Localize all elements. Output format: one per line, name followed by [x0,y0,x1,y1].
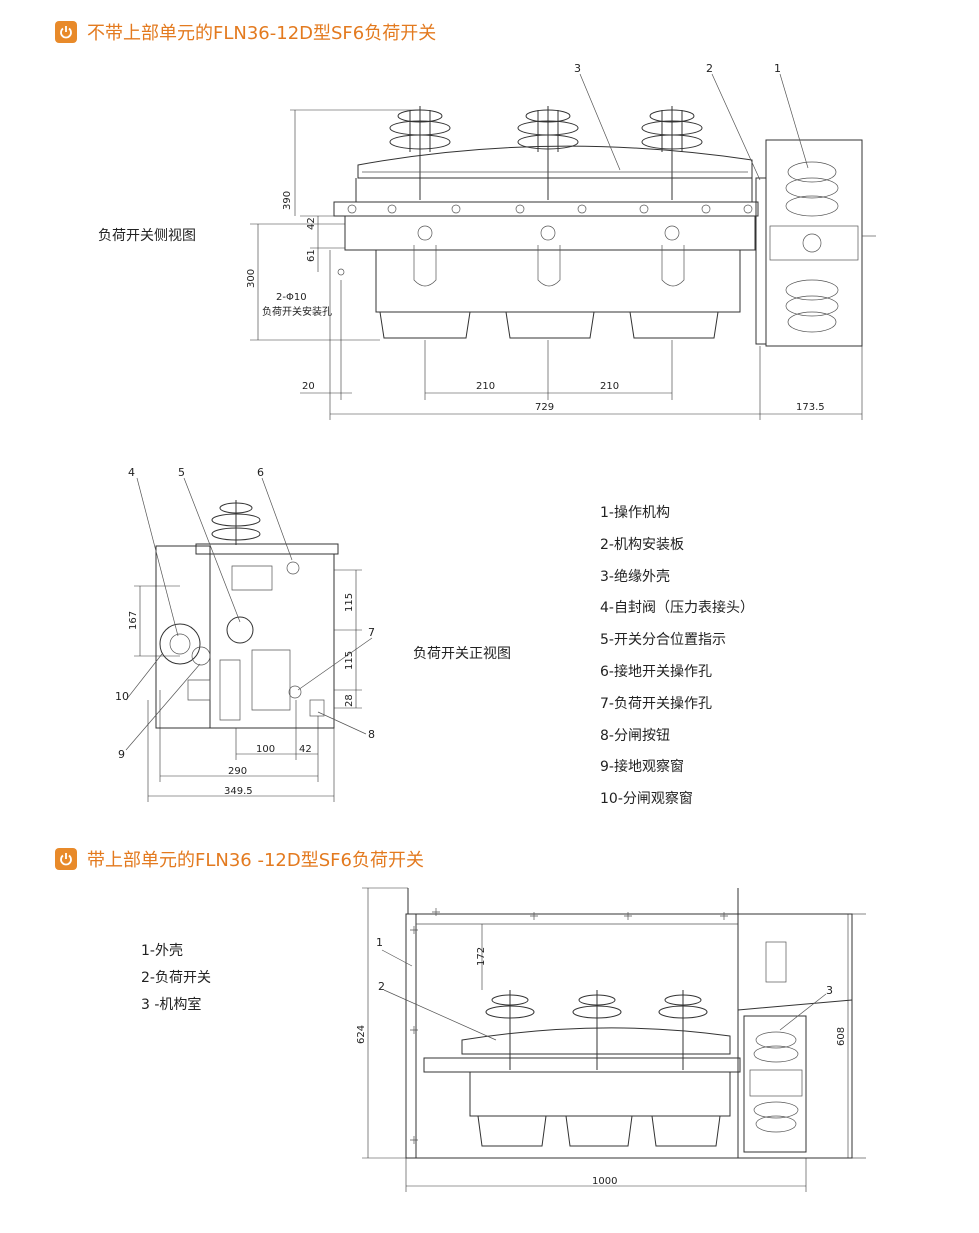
dim-349: 349.5 [224,786,253,797]
dim-1000: 1000 [592,1176,617,1187]
dim-115-a: 115 [344,593,355,612]
dim-390: 390 [282,191,293,210]
callout-7: 7 [368,626,375,639]
dim-290: 290 [228,766,247,777]
dim-210-a: 210 [476,381,495,392]
power-icon [55,21,77,43]
dim-624: 624 [356,1025,367,1044]
callout-2: 2 [378,980,385,993]
callout-9: 9 [118,748,125,761]
side-view-caption: 负荷开关侧视图 [98,228,196,244]
power-icon [55,848,77,870]
dim-28: 28 [344,694,355,707]
dim-61: 61 [306,249,317,262]
dim-115-b: 115 [344,651,355,670]
callout-4: 4 [128,466,135,479]
section-1-title: 不带上部单元的FLN36-12D型SF6负荷开关 [87,23,437,44]
hole-spec: 2-Φ10 [276,292,307,303]
dim-42: 42 [306,217,317,230]
dim-20: 20 [302,381,315,392]
legend-item: 1-操作机构 [600,505,670,521]
callout-1: 1 [774,62,781,75]
hole-note: 负荷开关安装孔 [262,305,332,318]
section-2-header: 带上部单元的FLN36 -12D型SF6负荷开关 [55,846,424,872]
callout-6: 6 [257,466,264,479]
callout-2: 2 [706,62,713,75]
section-2-title: 带上部单元的FLN36 -12D型SF6负荷开关 [87,850,424,871]
legend-item: 2-负荷开关 [141,970,211,986]
insulator-group [389,106,703,200]
callout-5: 5 [178,466,185,479]
legend-item: 1-外壳 [141,943,183,959]
legend-item: 10-分闸观察窗 [600,791,693,808]
legend-item: 2-机构安装板 [600,536,684,553]
legend-item: 5-开关分合位置指示 [600,632,726,649]
dim-167: 167 [128,611,139,630]
legend-item: 9-接地观察窗 [600,759,684,776]
bolt-row [347,204,753,214]
dim-172: 172 [476,947,487,966]
dim-42: 42 [299,744,312,755]
callout-3: 3 [574,62,581,75]
dim-608: 608 [836,1027,847,1046]
dim-300: 300 [246,269,257,288]
callout-8: 8 [368,728,375,741]
dim-729: 729 [535,402,554,413]
dim-210-b: 210 [600,381,619,392]
spring-assembly [769,161,859,333]
legend-item: 4-自封阀（压力表接头） [600,600,754,617]
legend-item: 3-绝缘外壳 [600,568,670,585]
callout-3: 3 [826,984,833,997]
dim-100: 100 [256,744,275,755]
dim-173: 173.5 [796,402,825,413]
legend-cabinet: 1-外壳 2-负荷开关 3 -机构室 [141,938,211,1019]
legend-item: 6-接地开关操作孔 [600,663,712,680]
legend-item: 7-负荷开关操作孔 [600,695,712,712]
legend-item: 8-分闸按钮 [600,727,670,744]
legend-parts: 1-操作机构 2-机构安装板 3-绝缘外壳 4-自封阀（压力表接头） 5-开关分… [600,498,754,816]
section-1-header: 不带上部单元的FLN36-12D型SF6负荷开关 [55,19,436,45]
callout-1: 1 [376,936,383,949]
front-view-caption: 负荷开关正视图 [413,646,511,662]
callout-10: 10 [115,690,129,703]
mounting-marks [410,908,728,1144]
legend-item: 3 -机构室 [141,997,202,1013]
